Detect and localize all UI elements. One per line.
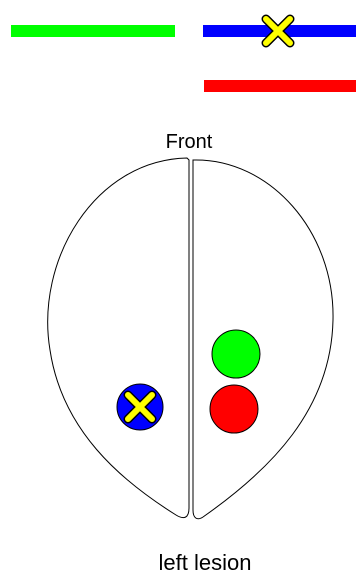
legend-bar-blue-with-x (203, 19, 356, 43)
left-hemisphere (48, 158, 189, 518)
right-hemisphere (193, 160, 333, 519)
brain-outline (48, 158, 333, 519)
legend-bar-green (11, 25, 175, 37)
green-marker (212, 330, 260, 378)
red-marker (210, 385, 258, 433)
front-label: Front (166, 131, 213, 153)
blue-marker-with-x (117, 384, 163, 430)
caption-left-lesion: left lesion (159, 550, 252, 575)
legend-bar-red (204, 80, 356, 92)
legend (11, 19, 356, 92)
